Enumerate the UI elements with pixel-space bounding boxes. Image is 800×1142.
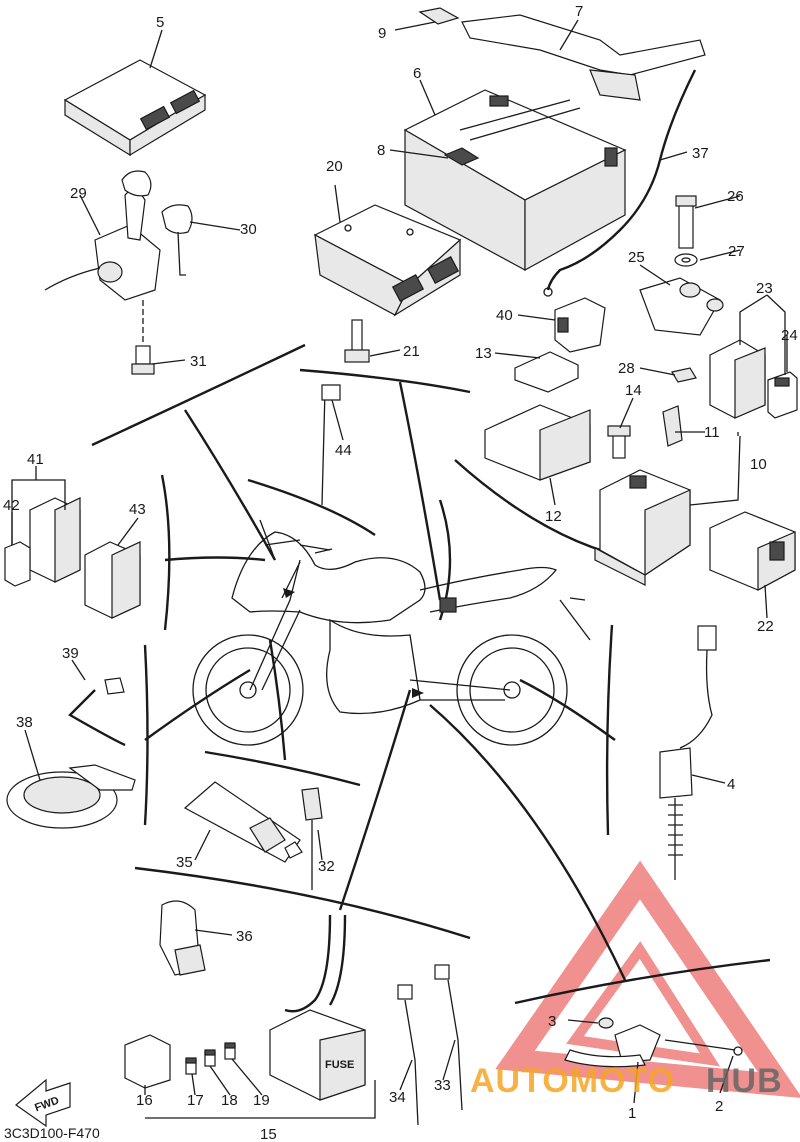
- callout-22: 22: [757, 618, 774, 635]
- fuse-18-icon: [204, 1049, 216, 1067]
- callout-33: 33: [434, 1077, 451, 1094]
- watermark: AUTOMOTO HUB: [470, 1062, 783, 1100]
- section-leaders: [144, 381, 627, 981]
- band-39-icon: [68, 677, 126, 747]
- relay-40-icon: [554, 297, 606, 353]
- callout-17: 17: [187, 1092, 204, 1109]
- callout-10: 10: [750, 456, 767, 473]
- battery-cable-37-icon: [543, 69, 697, 297]
- callout-37: 37: [692, 145, 709, 162]
- callout-labels: 5 7 9 6 8 37 20 29 30 26 27 25 23 24 40 …: [3, 3, 798, 1142]
- bolt-31-icon: [131, 345, 155, 375]
- ecu-unit-icon: [63, 59, 207, 157]
- fwd-arrow-icon: [15, 1078, 71, 1128]
- bracket-28-icon: [671, 367, 697, 383]
- band-32-icon: [301, 787, 323, 890]
- sidestand-switch-icon: [564, 1017, 743, 1068]
- callout-29: 29: [70, 185, 87, 202]
- watermark-text-automoto: AUTOMOTO: [470, 1062, 675, 1100]
- battery-clip-8-icon: [443, 147, 480, 166]
- switch-4-icon: [659, 625, 717, 880]
- callout-43: 43: [129, 501, 146, 518]
- battery-icon: [403, 89, 627, 272]
- label-leaders: [11, 19, 788, 1119]
- callout-23: 23: [756, 280, 773, 297]
- callout-5: 5: [156, 14, 164, 31]
- callout-4: 4: [727, 776, 735, 793]
- band-33-icon: [434, 964, 463, 1111]
- callout-13: 13: [475, 345, 492, 362]
- callout-27: 27: [728, 243, 745, 260]
- callout-8: 8: [377, 142, 385, 159]
- callout-14: 14: [625, 382, 642, 399]
- fuse-17-icon: [185, 1057, 197, 1075]
- callout-25: 25: [628, 249, 645, 266]
- callout-26: 26: [727, 188, 744, 205]
- callout-7: 7: [575, 3, 583, 20]
- watermark-text-hub: HUB: [706, 1062, 783, 1100]
- callout-21: 21: [403, 343, 420, 360]
- callout-40: 40: [496, 307, 513, 324]
- band-34-icon: [397, 984, 419, 1126]
- callout-44: 44: [335, 442, 352, 459]
- fuse-11-icon: [662, 405, 683, 447]
- washer-27-icon: [674, 253, 698, 267]
- callout-9: 9: [378, 25, 386, 42]
- damper-9-icon: [418, 7, 460, 25]
- section-dividers: [91, 343, 771, 1005]
- key-icon: [161, 204, 193, 276]
- callout-24: 24: [781, 327, 798, 344]
- callout-1: 1: [628, 1105, 636, 1122]
- callout-28: 28: [618, 360, 635, 377]
- callout-38: 38: [16, 714, 33, 731]
- battery-band-icon: [461, 14, 706, 101]
- callout-15: 15: [260, 1126, 277, 1142]
- holder-36-icon: [159, 900, 206, 976]
- callout-35: 35: [176, 854, 193, 871]
- callout-18: 18: [221, 1092, 238, 1109]
- callout-3: 3: [548, 1013, 556, 1030]
- relay-41-icon: [29, 497, 81, 583]
- callout-20: 20: [326, 158, 343, 175]
- callout-12: 12: [545, 508, 562, 525]
- bolt-21-icon: [344, 319, 370, 363]
- fuse-box-15-icon: [269, 914, 366, 1101]
- connector-42-icon: [4, 541, 31, 587]
- callout-30: 30: [240, 221, 257, 238]
- callout-34: 34: [389, 1089, 406, 1106]
- band-44-icon: [321, 384, 341, 506]
- callout-19: 19: [253, 1092, 270, 1109]
- callout-39: 39: [62, 645, 79, 662]
- fuse-16-icon: [124, 1034, 171, 1089]
- relay-22-icon: [709, 511, 796, 592]
- relay-43-icon: [84, 541, 141, 619]
- callout-32: 32: [318, 858, 335, 875]
- starter-relay-10-icon: [594, 469, 691, 586]
- control-unit-20-icon: [313, 204, 462, 317]
- callout-41: 41: [27, 451, 44, 468]
- bolt-14-icon: [607, 425, 631, 459]
- relay-23-icon: [709, 339, 766, 419]
- fuse-box-label: FUSE: [325, 1059, 354, 1071]
- callout-6: 6: [413, 65, 421, 82]
- callout-42: 42: [3, 497, 20, 514]
- relay-24-icon: [767, 371, 798, 419]
- cover-12-icon: [484, 404, 591, 481]
- callout-31: 31: [190, 353, 207, 370]
- diagram-code: 3C3D100-F470: [4, 1125, 100, 1141]
- fuse-19-icon: [224, 1042, 236, 1060]
- callout-11: 11: [704, 424, 720, 441]
- relay-25-icon: [639, 277, 724, 336]
- bolt-26-icon: [675, 195, 697, 249]
- callout-36: 36: [236, 928, 253, 945]
- rubber-cover-13-icon: [514, 351, 579, 393]
- horn-icon: [6, 764, 136, 829]
- callout-16: 16: [136, 1092, 153, 1109]
- ignition-switch-icon: [44, 170, 161, 345]
- motorcycle-illustration: [192, 519, 591, 746]
- callout-2: 2: [715, 1098, 723, 1115]
- tool-pouch-35-icon: [183, 781, 303, 863]
